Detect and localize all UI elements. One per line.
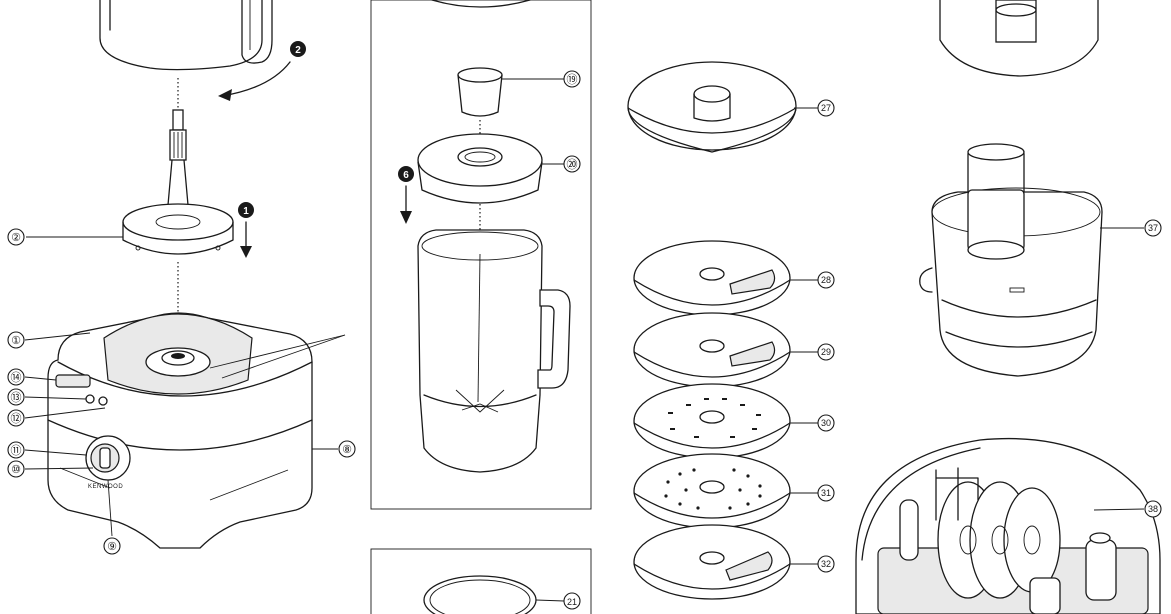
svg-text:⑳: ⑳ <box>567 158 578 171</box>
svg-text:21: 21 <box>567 597 577 607</box>
callout-38: 38 <box>1144 500 1162 518</box>
svg-text:27: 27 <box>821 103 831 113</box>
step-marker-2: 2 <box>290 41 306 57</box>
disc-28 <box>633 240 791 316</box>
seal-ring <box>423 575 537 614</box>
callout-11: ⑪ <box>7 441 25 459</box>
motor-base <box>47 312 313 549</box>
svg-text:28: 28 <box>821 275 831 285</box>
callout-37: 37 <box>1144 219 1162 237</box>
bowl-top-partial <box>99 0 273 71</box>
svg-text:29: 29 <box>821 347 831 357</box>
callout-30: 30 <box>817 414 835 432</box>
storage-case <box>855 437 1161 614</box>
callout-27: 27 <box>817 99 835 117</box>
step-marker-6: 6 <box>398 166 414 182</box>
svg-text:⑪: ⑪ <box>11 444 22 457</box>
callout-21: 21 <box>563 592 581 610</box>
svg-text:37: 37 <box>1148 223 1158 233</box>
svg-text:38: 38 <box>1148 504 1158 514</box>
step-marker-1: 1 <box>238 202 254 218</box>
callout-31: 31 <box>817 484 835 502</box>
callout-14: ⑭ <box>7 368 25 386</box>
callout-8: ⑧ <box>338 440 356 458</box>
callout-32: 32 <box>817 555 835 573</box>
lower-panel-frame <box>370 548 592 614</box>
svg-text:2: 2 <box>295 45 301 56</box>
svg-text:32: 32 <box>821 559 831 569</box>
svg-text:31: 31 <box>821 488 831 498</box>
callout-19: ⑲ <box>563 70 581 88</box>
callout-29: 29 <box>817 343 835 361</box>
filler-cap <box>457 67 503 140</box>
disc-32 <box>633 524 791 600</box>
svg-text:⑩: ⑩ <box>11 464 21 476</box>
twist-arrow <box>218 61 291 101</box>
down-arrow-6 <box>400 185 412 224</box>
svg-text:⑧: ⑧ <box>342 444 352 456</box>
svg-text:1: 1 <box>243 206 249 217</box>
callout-28: 28 <box>817 271 835 289</box>
svg-text:⑭: ⑭ <box>11 371 22 384</box>
brand-label: KENWOOD <box>88 484 123 490</box>
blender-lid <box>417 133 543 204</box>
insert-arrow <box>240 221 252 258</box>
juicer-assembly <box>919 143 1103 377</box>
disc-29 <box>633 312 791 388</box>
callout-20: ⑳ <box>563 155 581 173</box>
disc-30 <box>633 383 791 459</box>
callout-10: ⑩ <box>7 460 25 478</box>
callout-2: ② <box>7 228 25 246</box>
processor-lid <box>627 61 797 153</box>
callout-9: ⑨ <box>103 537 121 555</box>
svg-text:⑫: ⑫ <box>11 412 22 425</box>
callout-12: ⑫ <box>7 409 25 427</box>
svg-text:①: ① <box>11 335 21 347</box>
disc-31 <box>633 453 791 529</box>
drive-adaptor <box>122 203 234 255</box>
svg-text:30: 30 <box>821 418 831 428</box>
svg-text:②: ② <box>11 232 21 244</box>
svg-text:⑬: ⑬ <box>11 391 22 404</box>
bowl-partial-top-right <box>939 0 1099 77</box>
drive-shaft <box>167 78 189 206</box>
callout-1: ① <box>7 331 25 349</box>
callout-13: ⑬ <box>7 388 25 406</box>
svg-text:6: 6 <box>403 170 409 181</box>
blender-panel-frame <box>370 0 592 510</box>
svg-text:⑨: ⑨ <box>107 541 117 553</box>
blender-jug <box>417 229 571 473</box>
svg-text:⑲: ⑲ <box>567 73 578 86</box>
